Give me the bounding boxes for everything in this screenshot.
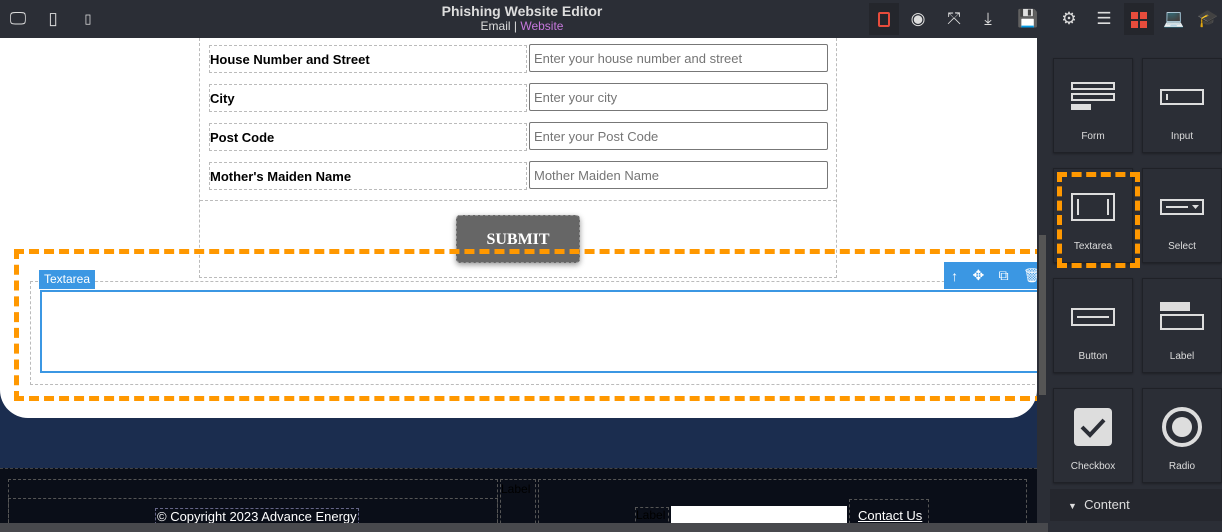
caret-down-icon: ▼ [1068,501,1077,511]
copy-icon[interactable]: ⧉ [998,267,1009,283]
editor-canvas[interactable]: House Number and Street City Post Code M… [0,38,1037,523]
checkbox-icon [1054,407,1132,447]
mode-website[interactable]: Website [520,19,564,33]
block-highlight [1057,172,1140,268]
mode-switch: Email | Website [0,19,1044,33]
radio-icon [1143,407,1221,447]
footer-label-2: Label [635,507,669,523]
block-form[interactable]: Form [1053,58,1133,153]
postcode-input[interactable] [529,122,828,150]
label-maiden-name: Mother's Maiden Name [209,162,527,190]
textarea-icon [1054,187,1132,227]
desktop-icon[interactable]: 🖵 [9,9,27,28]
input-icon [1143,77,1221,117]
blocks-icon[interactable] [1124,3,1154,35]
eye-icon[interactable]: ◉ [910,9,926,28]
graduation-cap-icon[interactable]: 🎓 [1197,9,1219,28]
blocks-panel: Form Input Textarea Select Button Label … [1048,38,1222,532]
highlight-selection [14,249,1037,401]
maiden-name-input[interactable] [529,161,828,189]
mode-email[interactable]: Email [480,19,511,33]
save-paint-icon[interactable]: 💾 [1017,9,1039,28]
download-icon[interactable]: ⤓ [984,9,992,28]
form-container[interactable]: House Number and Street City Post Code M… [199,38,837,278]
block-radio[interactable]: Radio [1142,388,1222,483]
footer-label: Label [500,479,536,523]
mobile-icon[interactable]: ▯ [84,11,92,26]
content-section-header[interactable]: ▼ Content [1050,489,1222,521]
label-city: City [209,84,527,112]
separator: | [513,19,517,33]
street-input[interactable] [529,44,828,72]
contact-us-link[interactable]: Contact Us [849,499,929,523]
scrollbar-thumb[interactable] [1039,235,1046,395]
content-section-label: Content [1084,497,1130,512]
horizontal-scrollbar[interactable] [0,523,1048,532]
block-label[interactable]: Label [1142,278,1222,373]
submit-button[interactable]: SUBMIT [456,215,580,263]
square-outline-icon[interactable] [869,3,899,35]
app-title: Phishing Website Editor [441,3,603,19]
footer-input[interactable] [671,506,847,523]
trash-icon[interactable]: 🗑 [1022,267,1037,283]
block-input[interactable]: Input [1142,58,1222,153]
button-icon [1054,297,1132,337]
select-icon [1143,187,1221,227]
fullscreen-icon[interactable]: ⤧ [947,9,961,28]
arrow-up-icon[interactable]: ↑ [951,267,959,284]
block-checkbox[interactable]: Checkbox [1053,388,1133,483]
tablet-icon[interactable]: ▯ [48,9,58,28]
label-postcode: Post Code [209,123,527,151]
city-input[interactable] [529,83,828,111]
laptop-icon[interactable]: 💻 [1163,9,1185,28]
textarea-field[interactable] [40,290,1037,373]
selected-component-badge: Textarea [39,270,96,289]
copyright-text: © Copyright 2023 Advance Energy [155,508,359,523]
textarea-wrapper [30,281,1037,385]
block-button[interactable]: Button [1053,278,1133,373]
gear-icon[interactable]: ⚙ [1061,9,1077,28]
footer: Label © Copyright 2023 Advance Energy La… [0,468,1037,523]
menu-icon[interactable]: ☰ [1096,9,1112,28]
top-toolbar: 🖵 ▯ ▯ Phishing Website Editor Email | We… [0,0,1222,38]
form-icon [1054,77,1132,117]
block-textarea[interactable]: Textarea [1053,168,1133,263]
label-icon [1143,297,1221,337]
block-select[interactable]: Select [1142,168,1222,263]
component-toolbar: ↑ ✥ ⧉ 🗑 [944,262,1037,289]
page-body: House Number and Street City Post Code M… [0,38,1037,418]
move-icon[interactable]: ✥ [972,267,985,283]
label-street: House Number and Street [209,45,527,73]
